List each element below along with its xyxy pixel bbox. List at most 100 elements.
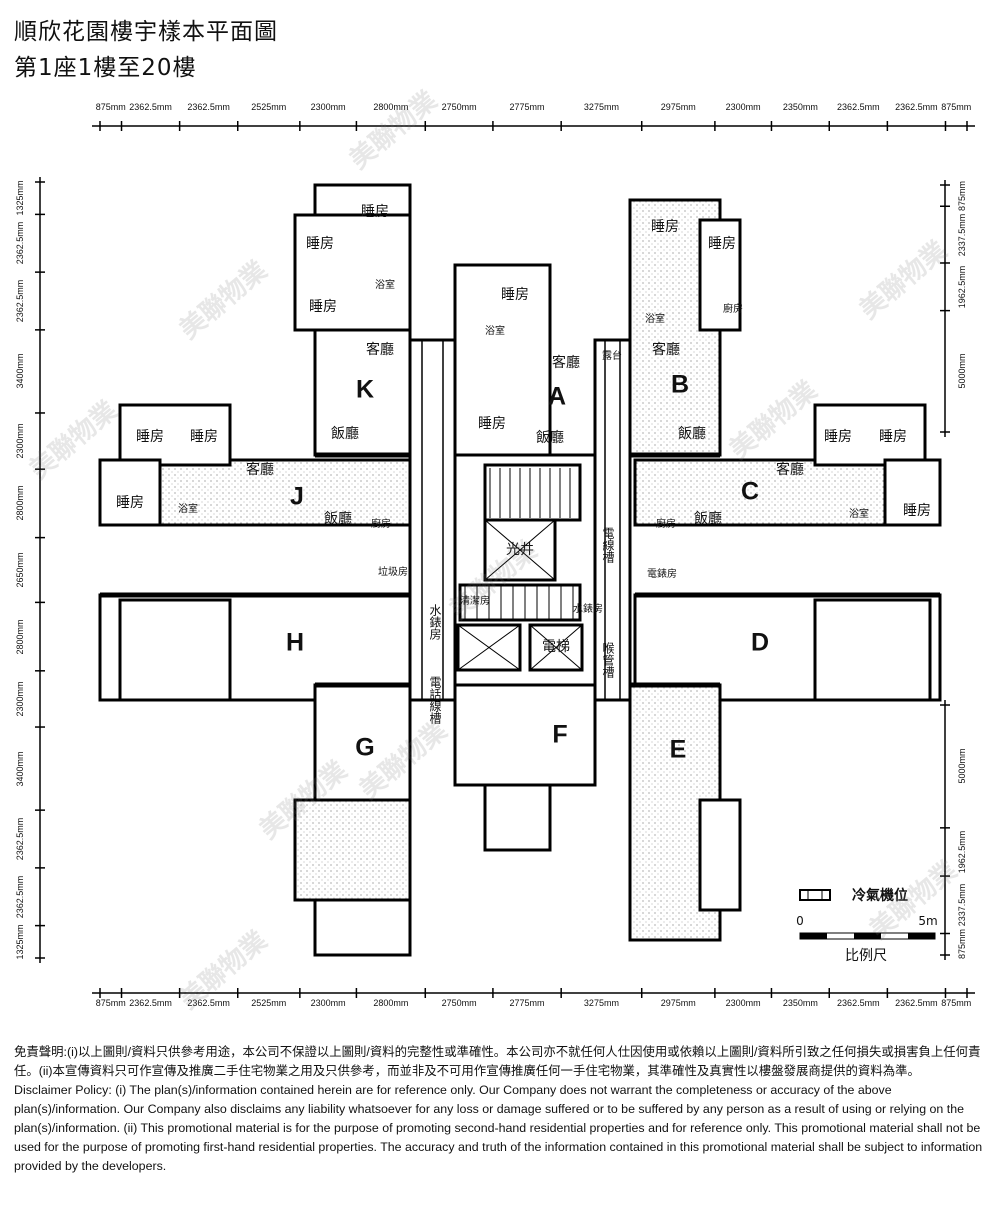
unit-b-wing [698, 218, 742, 332]
dimension-label: 2800mm [373, 102, 409, 112]
dimension-label: 2300mm [725, 102, 761, 112]
dimension-label: 2775mm [509, 998, 545, 1008]
dimension-label: 2650mm [15, 552, 25, 588]
dimension-label: 2362.5mm [15, 279, 25, 323]
legend-ac-label: 冷氣機位 [852, 888, 908, 904]
dimension-label: 2300mm [310, 998, 346, 1008]
cross-line [529, 624, 583, 671]
dimension-label: 3275mm [583, 998, 619, 1008]
floor-plan-drawing [35, 121, 975, 998]
dimension-label: 2362.5mm [895, 998, 938, 1008]
living-room-label: 客廳 [776, 462, 804, 478]
bedroom-label: 睡房 [824, 429, 852, 445]
unit-k-bedroom-wing [293, 213, 412, 332]
bedroom-label: 睡房 [306, 236, 334, 252]
dimension-label: 2300mm [725, 998, 761, 1008]
dimension-label: 2362.5mm [15, 875, 25, 918]
dimension-label: 3400mm [15, 353, 25, 389]
corridor-right [593, 338, 632, 702]
bedroom-label: 睡房 [361, 204, 389, 220]
dimension-label: 875mm [941, 998, 972, 1008]
bathroom-label: 浴室 [375, 280, 395, 291]
dimension-label: 2300mm [310, 102, 346, 112]
unit-d-rooms [813, 598, 932, 702]
unit-label-k: K [355, 375, 375, 404]
living-room-label: 客廳 [652, 342, 680, 358]
dimension-label: 2800mm [373, 998, 409, 1008]
dimension-label: 1325mm [15, 180, 25, 216]
dimension-label: 1325mm [15, 924, 25, 960]
refuse-room-label: 垃圾房 [378, 567, 408, 578]
cross-line [457, 624, 521, 671]
dimension-label: 2362.5mm [15, 817, 25, 861]
bedroom-label: 睡房 [903, 503, 931, 519]
ac-position-swatch [799, 889, 831, 901]
unit-label-c: C [740, 477, 760, 506]
scale-max: 5m [918, 914, 938, 928]
unit-label-j: J [290, 482, 304, 511]
dimension-label: 875mm [95, 998, 126, 1008]
kitchen-label: 廚房 [723, 304, 743, 315]
living-room-label: 客廳 [366, 342, 394, 358]
stair-lobby [458, 583, 582, 622]
dimension-label: 2775mm [509, 102, 545, 112]
bedroom-label: 睡房 [116, 495, 144, 511]
kitchen-label: 廚房 [656, 519, 676, 530]
dimension-label: 2362.5mm [15, 221, 25, 265]
water-meter-room-label: 水錶房 [573, 604, 603, 615]
dimension-label: 2975mm [660, 998, 696, 1008]
living-room-label: 客廳 [552, 355, 580, 371]
dining-room-label: 飯廳 [536, 430, 564, 446]
dimension-label: 2300mm [15, 681, 25, 717]
lightwell-label: 光井 [506, 542, 534, 558]
dimension-label: 2750mm [441, 998, 477, 1008]
dimension-label: 875mm [95, 102, 126, 112]
bedroom-label: 睡房 [651, 219, 679, 235]
dimension-label: 2525mm [251, 998, 287, 1008]
unit-label-d: D [750, 628, 770, 657]
pipe-duct-label: 喉管槽 [601, 642, 615, 678]
dimension-label: 875mm [957, 929, 967, 960]
dimension-label: 2362.5mm [837, 102, 880, 112]
unit-a-outline [453, 263, 552, 457]
unit-c-bedroom [883, 458, 942, 527]
dimension-label: 1962.5mm [957, 265, 967, 309]
dimension-label: 2337.5mm [957, 883, 967, 927]
dimension-label: 2350mm [782, 998, 818, 1008]
scale-label: 比例尺 [845, 948, 887, 964]
dimension-label: 2525mm [251, 102, 287, 112]
bedroom-label: 睡房 [190, 429, 218, 445]
dimension-label: 2800mm [15, 485, 25, 521]
dining-room-label: 飯廳 [331, 426, 359, 442]
disclaimer-zh: 免責聲明:(i)以上圖則/資料只供參考用途，本公司不保證以上圖則/資料的完整性或… [14, 1045, 981, 1078]
unit-j-bedrooms [118, 403, 232, 467]
disclaimer: 免責聲明:(i)以上圖則/資料只供參考用途，本公司不保證以上圖則/資料的完整性或… [14, 1043, 989, 1176]
dimension-label: 3400mm [15, 751, 25, 787]
unit-f-outline [453, 683, 597, 787]
dining-room-label: 飯廳 [678, 426, 706, 442]
corridor-left [408, 338, 457, 702]
dimension-label: 1962.5mm [957, 830, 967, 874]
bedroom-label: 睡房 [501, 287, 529, 303]
cable-duct-label: 電線槽 [601, 527, 615, 563]
dimension-label: 2800mm [15, 619, 25, 655]
balcony-label: 露台 [602, 351, 622, 362]
bedroom-label: 睡房 [879, 429, 907, 445]
dimension-label: 2362.5mm [187, 998, 230, 1008]
elevator-label: 電梯 [542, 639, 570, 655]
unit-c-bedrooms [813, 403, 927, 467]
unit-label-e: E [669, 735, 687, 764]
dimension-label: 5000mm [957, 748, 967, 784]
unit-label-f: F [552, 720, 568, 749]
electric-meter-room-label: 電錶房 [647, 569, 677, 580]
kitchen-label: 廚房 [371, 519, 391, 530]
dimension-label: 2362.5mm [129, 998, 172, 1008]
unit-g-wing [293, 798, 412, 902]
dimension-label: 2350mm [782, 102, 818, 112]
dimension-label: 2362.5mm [895, 102, 938, 112]
dimension-label: 5000mm [957, 353, 967, 389]
legend-graphics [799, 889, 936, 940]
bathroom-label: 浴室 [178, 504, 198, 515]
bedroom-label: 睡房 [309, 299, 337, 315]
disclaimer-en: Disclaimer Policy: (i) The plan(s)/infor… [14, 1083, 983, 1173]
